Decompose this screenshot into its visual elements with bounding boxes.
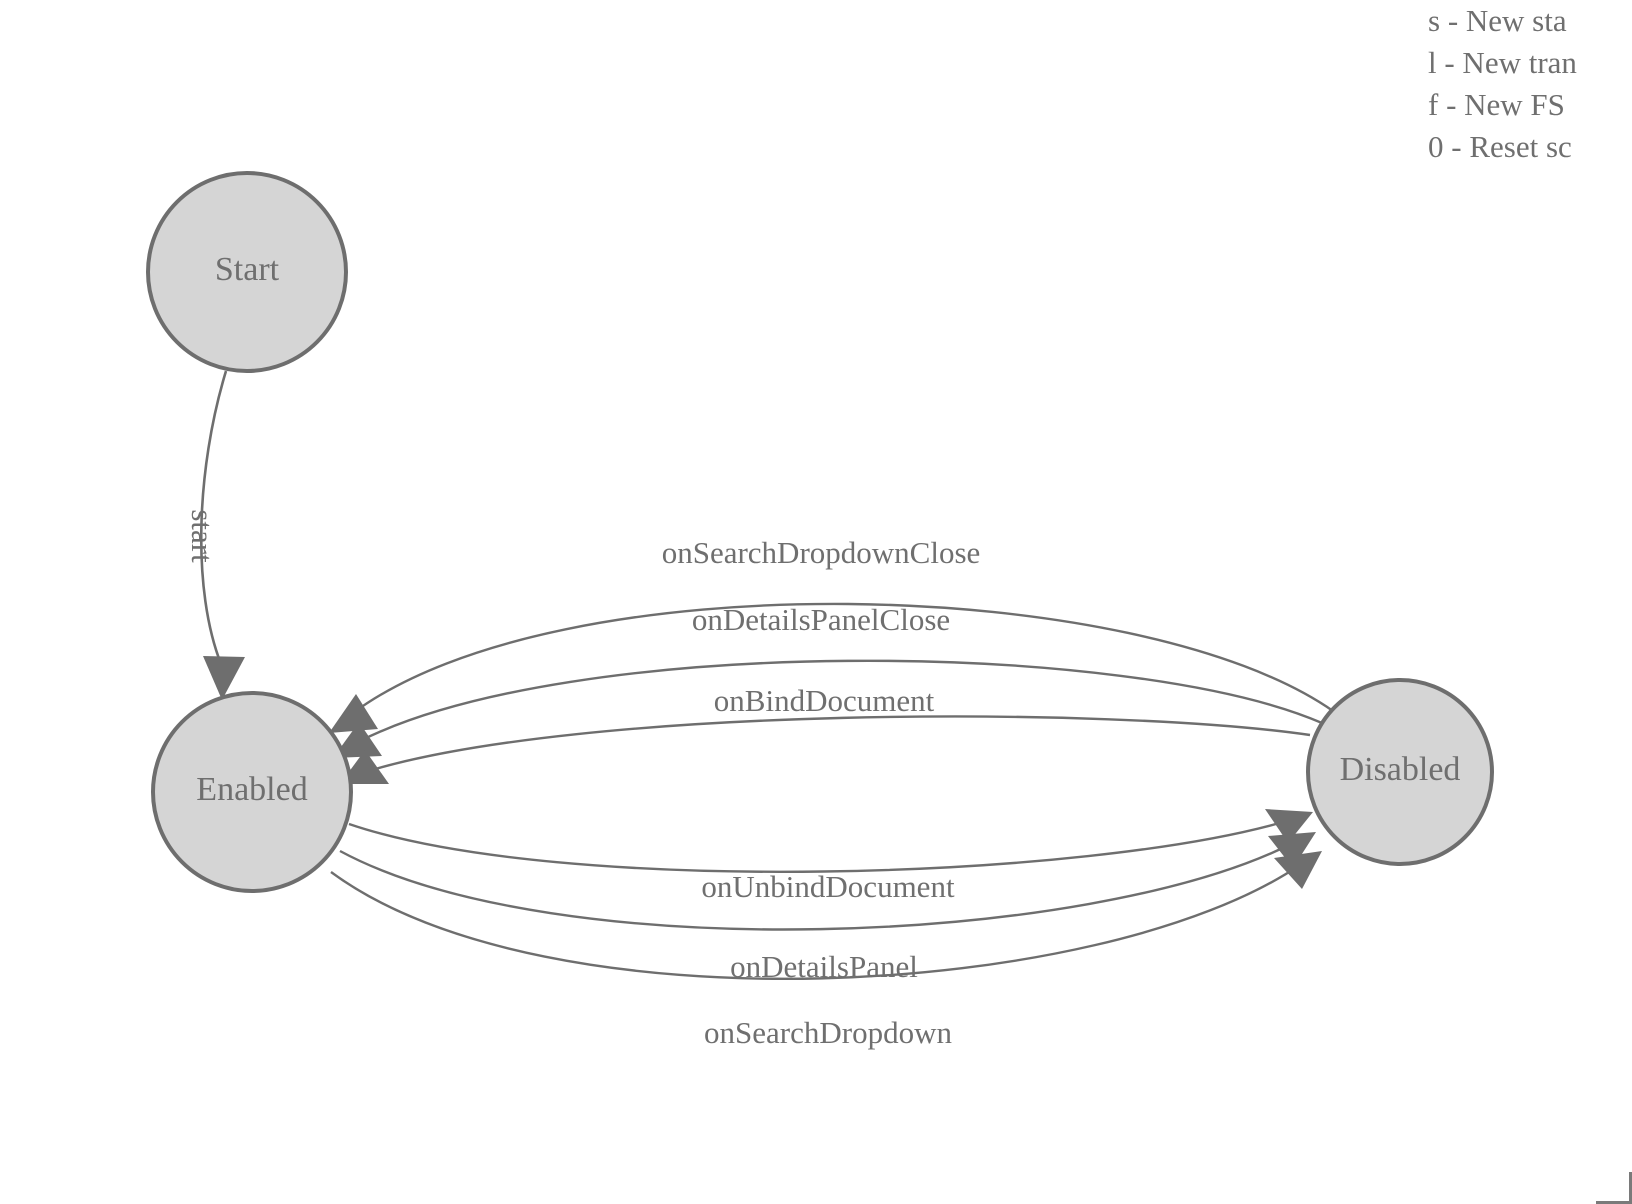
transition-label-on-search-dropdown-close: onSearchDropdownClose bbox=[662, 535, 981, 570]
transition-label-on-bind-document: onBindDocument bbox=[714, 683, 935, 718]
transition-on-bind-document[interactable] bbox=[340, 715, 1311, 784]
transition-on-details-panel-close-path[interactable] bbox=[357, 659, 1323, 744]
transition-edges bbox=[199, 370, 1334, 980]
transition-on-search-dropdown-arrowhead bbox=[1274, 851, 1322, 889]
transition-on-search-dropdown[interactable] bbox=[330, 851, 1322, 980]
transition-label-on-search-dropdown: onSearchDropdown bbox=[704, 1015, 952, 1050]
state-node-enabled[interactable]: Enabled bbox=[151, 691, 353, 893]
state-node-disabled-circle[interactable] bbox=[1306, 678, 1494, 866]
transition-on-details-panel-close-arrowhead bbox=[333, 722, 382, 758]
transition-on-bind-document-arrowhead bbox=[340, 750, 389, 784]
state-node-disabled[interactable]: Disabled bbox=[1306, 678, 1494, 866]
transition-start-arrowhead bbox=[203, 656, 245, 700]
transition-label-start: start bbox=[185, 509, 220, 563]
state-node-start-label: Start bbox=[215, 251, 280, 288]
transition-on-search-dropdown-close-arrowhead bbox=[329, 694, 378, 733]
transition-on-search-dropdown-close[interactable] bbox=[329, 602, 1334, 733]
transition-on-unbind-document-arrowhead bbox=[1265, 809, 1313, 843]
transition-label-on-details-panel-close: onDetailsPanelClose bbox=[692, 602, 950, 637]
transition-on-details-panel-arrowhead bbox=[1268, 832, 1316, 868]
transition-label-on-unbind-document: onUnbindDocument bbox=[701, 869, 955, 904]
transition-start-path[interactable] bbox=[199, 370, 228, 665]
canvas-frame-right-edge bbox=[1629, 1172, 1632, 1204]
transition-label-on-details-panel: onDetailsPanel bbox=[730, 949, 918, 984]
transition-start[interactable] bbox=[199, 370, 245, 700]
transition-on-details-panel[interactable] bbox=[339, 832, 1316, 931]
transition-on-search-dropdown-close-path[interactable] bbox=[352, 602, 1334, 714]
transition-labels: start onSearchDropdownClose onDetailsPan… bbox=[185, 509, 980, 1050]
transition-on-bind-document-path[interactable] bbox=[364, 715, 1311, 774]
state-node-enabled-circle[interactable] bbox=[151, 691, 353, 893]
transition-on-unbind-document-path[interactable] bbox=[348, 818, 1291, 873]
transition-on-search-dropdown-path[interactable] bbox=[330, 864, 1301, 980]
state-node-disabled-label: Disabled bbox=[1340, 751, 1461, 788]
state-node-start[interactable]: Start bbox=[146, 171, 348, 373]
state-nodes: Start Enabled Disabled bbox=[146, 171, 1494, 893]
transition-on-details-panel-path[interactable] bbox=[339, 841, 1294, 931]
state-node-start-circle[interactable] bbox=[146, 171, 348, 373]
transition-on-details-panel-close[interactable] bbox=[333, 659, 1323, 758]
state-node-enabled-label: Enabled bbox=[196, 771, 307, 808]
transition-on-unbind-document[interactable] bbox=[348, 809, 1313, 873]
canvas-frame-bottom-edge bbox=[1596, 1201, 1632, 1204]
